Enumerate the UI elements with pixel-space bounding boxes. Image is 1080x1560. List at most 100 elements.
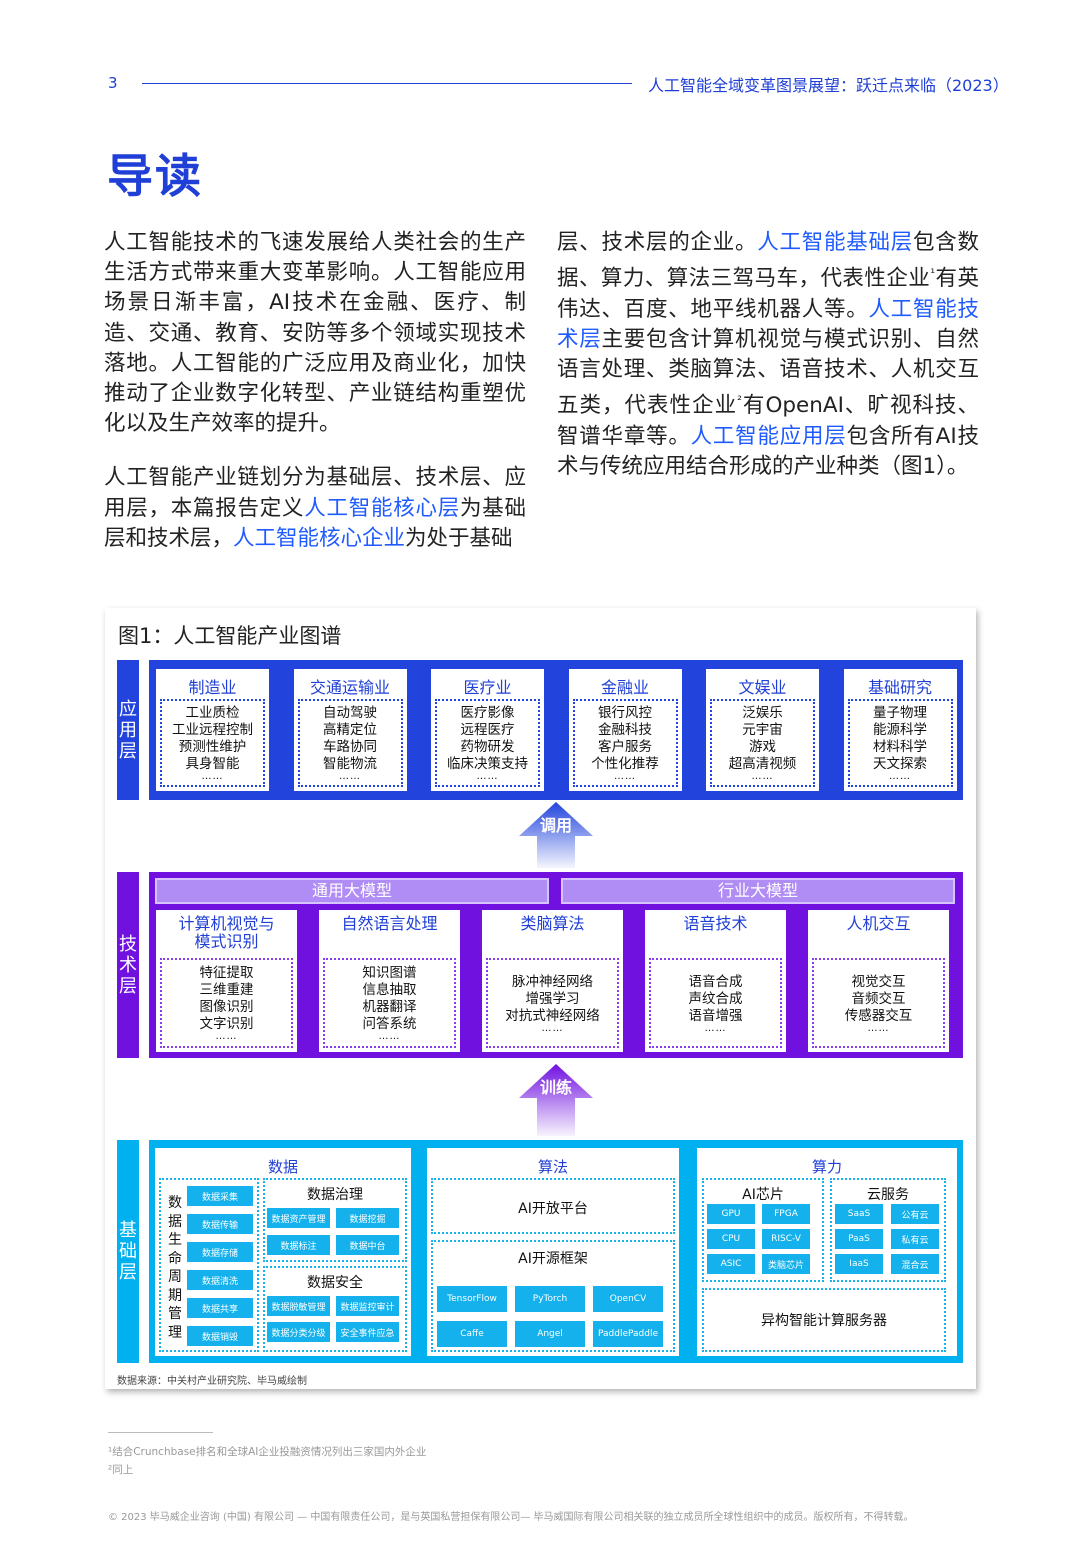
application-layer-band: 制造业工业质检工业远程控制预测性维护具身智能……交通运输业自动驾驶高精定位车路协… <box>149 660 963 800</box>
card-item: 天文探索 <box>873 756 927 772</box>
train-arrow-label: 训练 <box>539 1078 572 1097</box>
footnote-ref: ² <box>737 393 742 408</box>
card-item: 语音合成 <box>688 973 743 990</box>
right-text-column: 层、技术层的企业。人工智能基础层包含数据、算力、算法三驾马车，代表性企业¹有英伟… <box>557 228 979 506</box>
up-arrow-icon <box>519 1064 593 1136</box>
ellipsis: …… <box>614 771 636 782</box>
card-item: 对抗式神经网络 <box>505 1007 600 1024</box>
chip: 数据挖掘 <box>336 1208 399 1228</box>
text-segment: 有OpenAI、旷视科技、智谱华章等。 <box>557 393 979 449</box>
cloud-title: 云服务 <box>867 1187 909 1203</box>
ellipsis: …… <box>889 771 911 782</box>
card-title: 文娱业 <box>738 678 787 697</box>
governance-zone: 数据治理 数据资产管理数据挖掘数据标注数据中台 <box>263 1178 407 1262</box>
highlighted-term: 人工智能基础层 <box>757 230 913 255</box>
page-number: 3 <box>108 74 118 92</box>
chip: IaaS <box>835 1254 883 1274</box>
footnote-divider <box>108 1432 213 1433</box>
card-item: 泛娱乐 <box>742 705 783 721</box>
paragraph: 人工智能技术的飞速发展给人类社会的生产生活方式带来重大变革影响。人工智能应用场景… <box>104 228 526 439</box>
up-arrow-icon <box>519 802 593 868</box>
application-card: 金融业银行风控金融科技客户服务个性化推荐…… <box>568 669 682 791</box>
lifecycle-zone: 数据生命周期管理 数据采集数据传输数据存储数据清洗数据共享数据销毁 <box>159 1178 259 1352</box>
chip: 数据标注 <box>267 1235 330 1255</box>
copyright: © 2023 毕马威企业咨询 (中国) 有限公司 — 中国有限责任公司，是与英国… <box>108 1512 914 1523</box>
ellipsis: …… <box>215 1031 238 1042</box>
ellipsis: …… <box>339 771 361 782</box>
chip: 数据清洗 <box>187 1270 253 1290</box>
call-arrow: 调用 <box>519 802 593 868</box>
card-title: 交通运输业 <box>309 678 390 697</box>
card-item: 语音增强 <box>688 1007 743 1024</box>
ellipsis: …… <box>201 771 224 782</box>
card-item: 三维重建 <box>199 982 254 998</box>
chip: Angel <box>515 1321 585 1347</box>
card-item: 机器翻译 <box>362 999 417 1015</box>
chip: 安全事件应急 <box>336 1322 399 1342</box>
card-title: 自然语言处理 <box>341 914 438 933</box>
foundation-layer-label: 基础层 <box>117 1140 139 1363</box>
chip: 数据采集 <box>187 1186 253 1206</box>
chip: FPGA <box>762 1204 810 1224</box>
card-item: 特征提取 <box>199 965 254 981</box>
ellipsis: …… <box>704 1022 727 1034</box>
card-items: 视觉交互音频交互传感器交互…… <box>812 958 945 1048</box>
highlighted-term: 人工智能核心层 <box>304 495 460 521</box>
chip: 私有云 <box>891 1229 939 1249</box>
card-item: 增强学习 <box>525 990 580 1007</box>
ellipsis: …… <box>378 1031 401 1042</box>
header-divider <box>142 83 632 84</box>
chip: PyTorch <box>515 1286 585 1312</box>
security-zone: 数据安全 数据脱敏管理数据监控审计数据分类分级安全事件应急 <box>263 1266 407 1352</box>
figure-source: 数据来源：中关村产业研究院、毕马威绘制 <box>117 1376 307 1387</box>
algorithm-title: 算法 <box>537 1158 568 1176</box>
card-title: 医疗业 <box>463 678 512 697</box>
card-items: 泛娱乐元宇宙游戏超高清视频…… <box>710 699 815 787</box>
card-item: 知识图谱 <box>362 965 417 981</box>
technology-card: 语音技术语音合成声纹合成语音增强…… <box>645 910 786 1052</box>
footnote-ref: ¹ <box>930 266 936 281</box>
card-title: 语音技术 <box>683 914 748 933</box>
card-item: 药物研发 <box>460 739 515 755</box>
security-title: 数据安全 <box>307 1275 363 1291</box>
chip: 数据资产管理 <box>267 1208 330 1228</box>
chip: 数据监控审计 <box>336 1296 399 1316</box>
chip: PaaS <box>835 1229 883 1249</box>
application-card: 文娱业泛娱乐元宇宙游戏超高清视频…… <box>706 669 819 791</box>
text-segment: 有英伟达、百度、地平线机器人等。 <box>557 266 979 322</box>
server-zone: 异构智能计算服务器 <box>702 1288 946 1352</box>
lifecycle-label: 数据生命周期管理 <box>168 1195 182 1341</box>
ellipsis: …… <box>541 1022 564 1034</box>
open-platform-label: AI开放平台 <box>518 1201 588 1217</box>
card-item: 元宇宙 <box>742 722 783 738</box>
paragraph: 人工智能产业链划分为基础层、技术层、应用层，本篇报告定义人工智能核心层为基础层和… <box>104 463 526 554</box>
card-item: 具身智能 <box>185 756 240 772</box>
card-title: 金融业 <box>600 678 649 697</box>
running-header-title: 人工智能全域变革图景展望：跃迁点来临（2023） <box>648 76 1009 95</box>
foundation-layer-band: 数据 数据生命周期管理 数据采集数据传输数据存储数据清洗数据共享数据销毁 数据治… <box>149 1140 963 1363</box>
chip: 数据传输 <box>187 1214 253 1234</box>
card-title: 制造业 <box>188 678 237 697</box>
application-card: 基础研究量子物理能源科学材料科学天文探索…… <box>843 669 957 791</box>
card-title: 类脑算法 <box>520 914 585 933</box>
chip: 类脑芯片 <box>762 1254 810 1274</box>
chip: CPU <box>707 1229 755 1249</box>
card-item: 客户服务 <box>598 739 652 755</box>
text-segment: 为处于基础 <box>405 525 513 551</box>
card-item: 工业质检 <box>185 705 240 721</box>
chip: TensorFlow <box>437 1286 507 1312</box>
text-segment: 包含所有AI技术与传统应用结合形成的产业种类（图1）。 <box>557 423 979 479</box>
text-segment: 主要包含计算机视觉与模式识别、自然语言处理、类脑算法、语音技术、人机交互五类，代… <box>557 326 979 419</box>
card-item: 声纹合成 <box>688 990 743 1007</box>
card-items: 工业质检工业远程控制预测性维护具身智能…… <box>160 699 265 787</box>
technology-card: 类脑算法脉冲神经网络增强学习对抗式神经网络…… <box>482 910 623 1052</box>
card-item: 临床决策支持 <box>447 756 528 772</box>
footnote-2: ²同上 <box>108 1464 134 1476</box>
highlighted-term: 人工智能核心企业 <box>233 525 406 551</box>
text-segment: 为基础层和技术层， <box>104 495 526 551</box>
card-item: 脉冲神经网络 <box>512 973 593 990</box>
